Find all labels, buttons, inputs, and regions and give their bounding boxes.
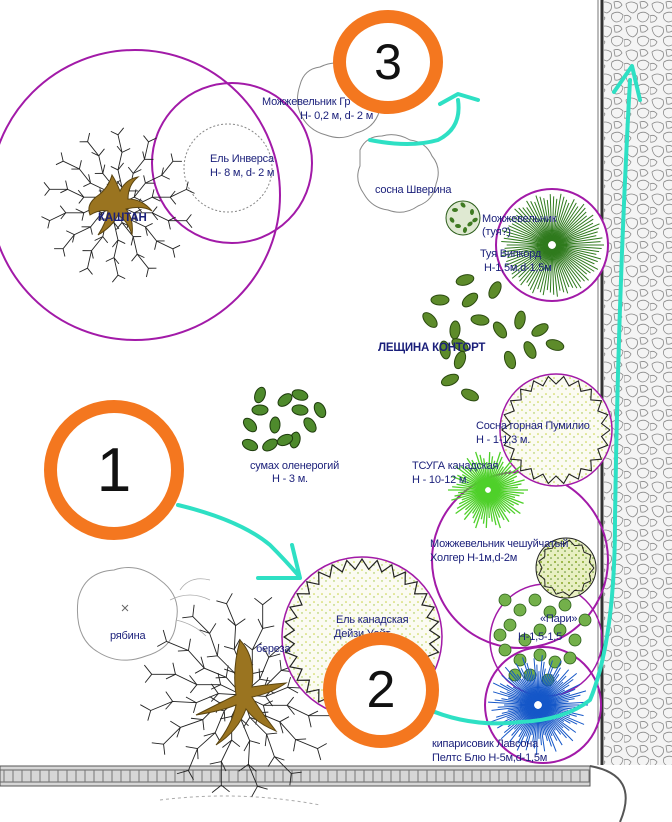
- leshina-tree: [422, 274, 565, 402]
- marker-3: 3: [333, 10, 443, 114]
- tuya-label: Туя Випкорд: [480, 248, 542, 260]
- tuya-size: Н-1,5м,d-1,5м: [484, 262, 552, 274]
- mozh-ch-small: [535, 537, 597, 599]
- tuya-tree: [501, 193, 604, 297]
- ryabina-branches: [169, 578, 211, 637]
- tuya-crown: [495, 188, 609, 302]
- mozh-tuya-tree: [445, 200, 481, 236]
- marker-2-number: 2: [366, 661, 396, 719]
- kashtan-tree: [41, 127, 195, 283]
- sosna-label: сосна Шверина: [375, 184, 452, 196]
- mozh-ch-size: Холгер Н-1м,d-2м: [430, 552, 518, 564]
- ryabina-label: рябина: [110, 630, 146, 642]
- arrow-1: [176, 503, 302, 580]
- sumah-tree: [241, 386, 327, 452]
- arrow-3: [368, 92, 480, 146]
- pieris-label: «Пари»: [540, 613, 578, 625]
- ryabina-tree: [76, 567, 178, 661]
- kiparisovik-tree: [488, 655, 588, 755]
- kashtan-label: КАШТАН: [98, 212, 147, 224]
- el-inversa-label: Ель Инверса: [210, 153, 274, 165]
- tsuga-label: ТСУГА канадская: [412, 460, 499, 472]
- bereza-label: береза: [256, 643, 291, 655]
- marker-2: 2: [323, 632, 439, 748]
- arrow-2: [423, 64, 642, 726]
- sosna-shverina: [357, 134, 439, 213]
- sosna-gornaya: [499, 373, 613, 487]
- mozh-gr-size: Н- 0,2 м, d- 2 м: [300, 110, 374, 122]
- marker-1-number: 1: [96, 435, 132, 505]
- marker-1: 1: [44, 400, 184, 540]
- sosna-gornaya-size: Н - 1-1,3 м.: [476, 434, 531, 446]
- mozh-tuya-sub: (туя?): [482, 226, 511, 238]
- bereza-tree: [140, 593, 344, 797]
- mozh-tuya-label: Можжевельник: [482, 213, 557, 225]
- el-inversa-size: Н- 8 м, d- 2 м: [210, 167, 275, 179]
- leshina-label: ЛЕЩИНА КОНТОРТ: [378, 342, 486, 354]
- kiparisovik-crown: [484, 646, 602, 764]
- sumah-label: сумах оленерогий: [250, 460, 340, 472]
- sumah-size: Н - 3 м.: [272, 473, 308, 485]
- kiparisovik-size: Пелтс Блю Н-5м,d-1,5м: [432, 752, 548, 764]
- pieris-size: Н-1,5-1,5: [518, 631, 563, 643]
- paving-strip: [604, 0, 672, 765]
- marker-3-number: 3: [374, 34, 402, 90]
- sosna-gornaya-label: Сосна горная Пумилио: [476, 420, 590, 432]
- mozh-gr-label: Можжевельник Гр: [262, 96, 351, 108]
- tsuga-size: Н - 10-12 м.: [412, 474, 470, 486]
- bottom-wall: [0, 765, 591, 787]
- kashtan-crown: [0, 49, 281, 341]
- mozh-ch-label: Можжевельник чешуйчатый: [430, 538, 569, 550]
- el-kan-label: Ель канадская: [336, 614, 409, 626]
- el-inversa-tree: [183, 123, 273, 213]
- kiparisovik-label: кипарисовик Лавсона: [432, 738, 539, 750]
- el-inversa-crown: [151, 82, 313, 244]
- mozh-gr-tree: [296, 62, 382, 139]
- tsuga-tree: [448, 451, 528, 529]
